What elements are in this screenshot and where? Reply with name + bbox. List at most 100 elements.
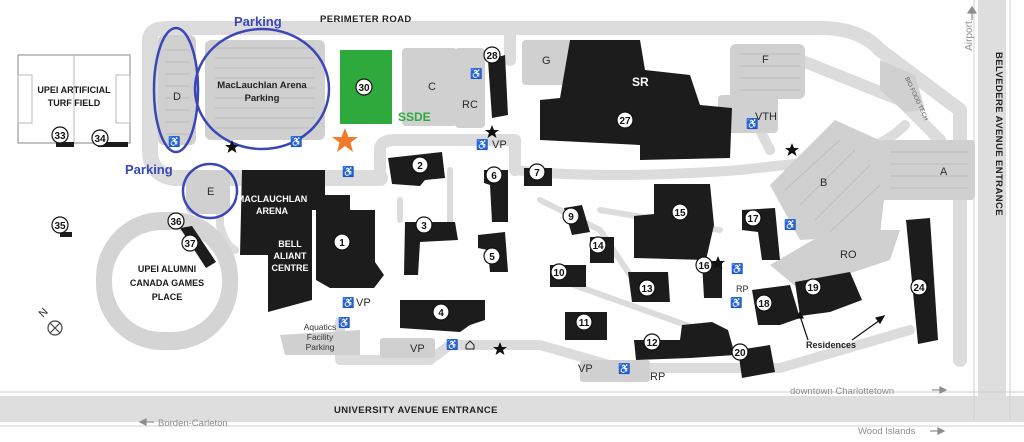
parking-circle-arena (193, 27, 331, 151)
svg-text:36: 36 (170, 217, 182, 228)
alumni-label-2: CANADA GAMES (130, 278, 204, 288)
svg-text:33: 33 (54, 131, 66, 142)
pin-36 (167, 212, 185, 230)
arena-label-2: ARENA (256, 206, 289, 216)
svg-text:13: 13 (641, 284, 653, 295)
svg-text:14: 14 (592, 241, 604, 252)
pin-10 (550, 263, 568, 281)
university-avenue (0, 396, 1024, 422)
accessible-icon: ♿ (618, 362, 630, 375)
arena-label-1: MACLAUCHLAN (237, 194, 308, 204)
lot-aquatics (280, 330, 360, 355)
svg-text:30: 30 (358, 83, 370, 94)
svg-text:5: 5 (489, 252, 495, 263)
lot-c (402, 48, 457, 126)
lot-b-label: B (820, 177, 827, 189)
lot-d-label: D (173, 91, 181, 103)
building-34-marker (98, 142, 128, 147)
lot-vp-2-label: VP (356, 297, 371, 309)
svg-text:3: 3 (421, 221, 427, 232)
alumni-label-1: UPEI ALUMNI (138, 264, 196, 274)
lot-e-label: E (207, 186, 214, 198)
svg-text:11: 11 (579, 318, 590, 329)
svg-text:35: 35 (54, 221, 66, 232)
building-28 (488, 55, 508, 118)
direction-arrow-icons (138, 5, 978, 435)
svg-text:17: 17 (747, 214, 759, 225)
svg-text:34: 34 (94, 134, 106, 145)
pin-24 (910, 278, 928, 296)
bell-aliant-centre (268, 210, 312, 312)
arena-parking-label-1: MacLauchlan Arena (217, 80, 307, 91)
building-35-marker (60, 232, 72, 237)
pin-2 (411, 156, 429, 174)
accessible-icon: ♿ (342, 296, 354, 309)
pin-7 (528, 163, 546, 181)
bell-label-3: CENTRE (271, 263, 308, 273)
lot-rc (455, 48, 485, 128)
pin-19 (804, 278, 822, 296)
pin-27 (616, 111, 634, 129)
lot-d (158, 35, 196, 145)
pin-11 (575, 313, 593, 331)
svg-text:2: 2 (417, 161, 423, 172)
parking-annotation-left: Parking (125, 162, 173, 177)
building-12 (634, 322, 735, 360)
lot-ro (770, 230, 900, 290)
lot-turf-side (880, 60, 925, 112)
pin-37 (181, 234, 199, 252)
svg-text:27: 27 (619, 116, 631, 127)
svg-text:9: 9 (568, 212, 574, 223)
accessible-icon: ♿ (476, 138, 488, 151)
ssde-star-marker (332, 128, 358, 152)
building-pins (51, 46, 928, 361)
belvedere-avenue-label: BELVEDERE AVENUE ENTRANCE (993, 52, 1004, 216)
building-pin-numbers: 1 2 3 4 5 6 7 9 10 11 12 13 14 15 16 17 … (54, 51, 925, 359)
pin-34 (91, 129, 109, 147)
svg-text:19: 19 (807, 283, 819, 294)
accessible-icon: ♿ (168, 135, 180, 148)
pin-15 (671, 203, 689, 221)
ssde-label: SSDE (398, 110, 431, 124)
pin-4 (432, 303, 450, 321)
accessible-icon: ♿ (342, 165, 354, 178)
lot-vp-1-label: VP (492, 139, 507, 151)
residences-label: Residences (806, 340, 856, 350)
parking-circle-e (181, 162, 239, 220)
lot-b (770, 120, 890, 240)
pin-17 (744, 209, 762, 227)
home-icon (465, 340, 475, 350)
road-network (142, 21, 967, 373)
svg-text:20: 20 (734, 348, 746, 359)
lot-g-label: G (542, 55, 551, 67)
bell-label-1: BELL (278, 239, 302, 249)
buildings (56, 40, 938, 378)
lot-f-label: F (762, 54, 769, 66)
parking-circles (152, 26, 331, 220)
parking-circle-d (152, 26, 200, 154)
pin-12 (643, 333, 661, 351)
accessible-icon: ♿ (730, 296, 742, 309)
svg-text:15: 15 (674, 208, 686, 219)
svg-text:7: 7 (534, 168, 540, 179)
lot-rc-label: RC (462, 99, 478, 111)
lot-g (522, 40, 572, 85)
svg-text:10: 10 (553, 268, 565, 279)
turf-label-1: UPEI ARTIFICIAL (37, 85, 111, 95)
pin-13 (638, 279, 656, 297)
pin-6 (485, 166, 503, 184)
building-27 (540, 40, 732, 160)
residences-arrows (796, 310, 886, 341)
compass-north-label: N (37, 306, 51, 320)
building-3 (404, 222, 458, 275)
alumni-label-3: PLACE (152, 292, 183, 302)
lot-c-label: C (428, 81, 436, 93)
accessible-icon: ♿ (746, 117, 758, 130)
svg-text:24: 24 (913, 283, 925, 294)
pin-28 (483, 46, 501, 64)
svg-text:18: 18 (758, 299, 770, 310)
svg-text:6: 6 (491, 171, 497, 182)
pin-1 (333, 233, 351, 251)
pin-14 (589, 236, 607, 254)
